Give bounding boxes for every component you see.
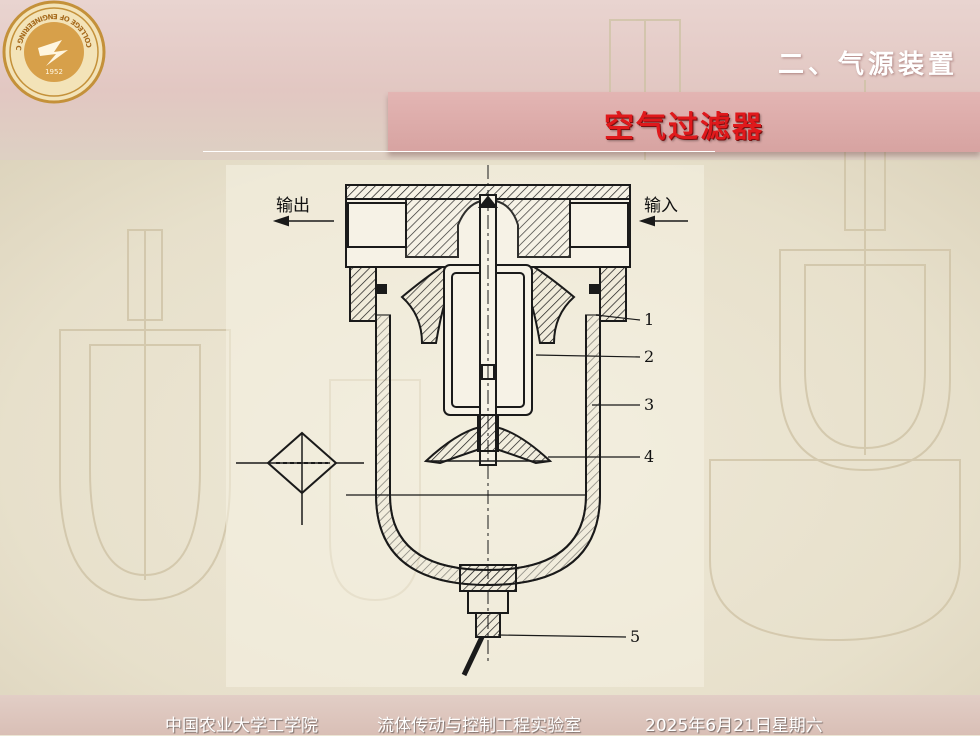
output-label: 输出	[276, 196, 310, 216]
svg-text:1952: 1952	[45, 68, 63, 76]
slide-title: 空气过滤器	[604, 110, 764, 145]
callout-1: 1	[644, 310, 654, 329]
footer-band	[0, 695, 980, 735]
callout-4: 4	[644, 447, 654, 466]
footer-date: 2025年6月21日星期六	[645, 716, 823, 736]
callout-5: 5	[630, 627, 640, 646]
title-divider	[203, 151, 715, 152]
callout-3: 3	[644, 395, 654, 414]
callout-2: 2	[644, 347, 654, 366]
air-filter-drawing: 输出 输入 1 2 3 4 5	[236, 165, 688, 677]
input-label: 输入	[644, 196, 678, 216]
section-title: 二、气源装置	[777, 50, 958, 80]
title-banner: 空气过滤器	[388, 92, 980, 152]
footer-lab: 流体传动与控制工程实验室	[377, 716, 581, 736]
footer-school: 中国农业大学工学院	[165, 716, 318, 736]
college-logo: COLLEGE OF ENGINEERING CAU 1952	[2, 0, 106, 104]
